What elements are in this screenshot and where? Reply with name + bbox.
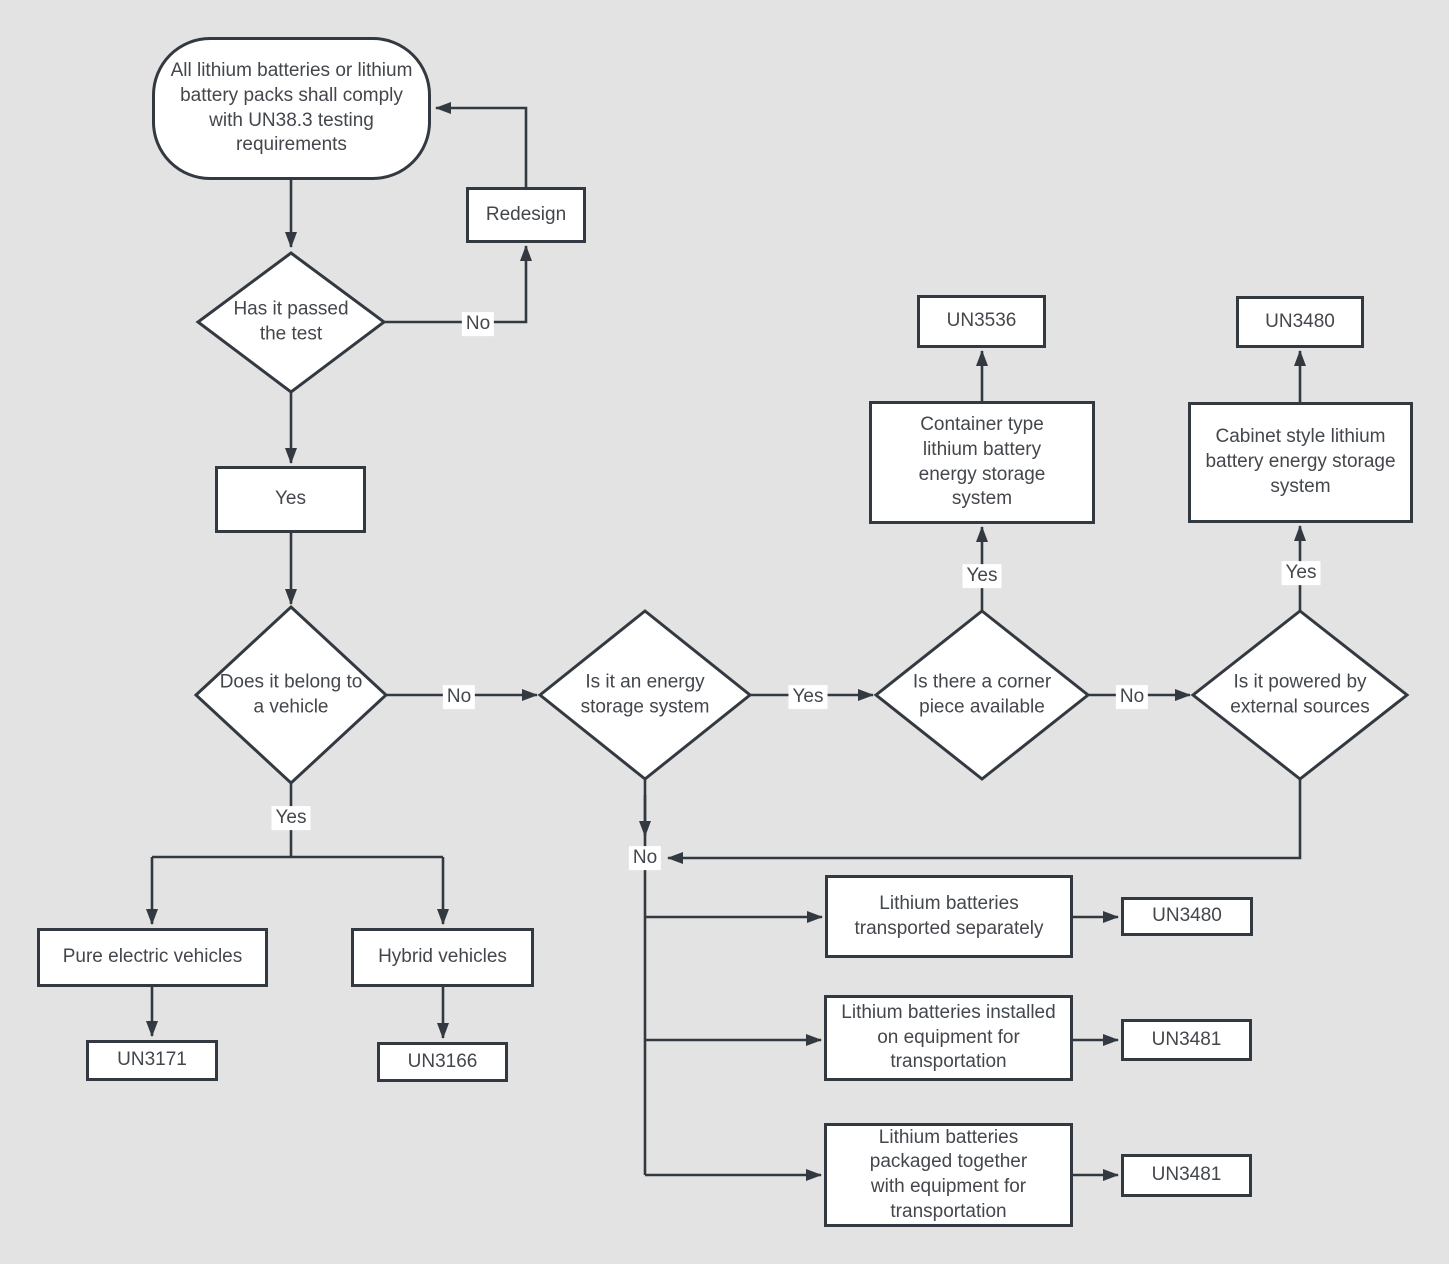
node-transported-separately: Lithium batteries transported separately [825,875,1073,958]
edge-label-test-no: No [461,312,495,336]
node-label: Hybrid vehicles [378,946,507,968]
node-label: UN3171 [117,1049,187,1071]
node-label: Is there a corner piece available [912,671,1052,717]
decision-passed-test-shape [195,251,387,394]
decision-belongs-vehicle-shape [193,604,389,786]
node-label: Lithium batteries installed on equipment… [841,1001,1056,1073]
node-un3480-separate: UN3480 [1121,897,1253,936]
edge-passed-test-no-to-redesign [384,245,532,324]
edge-redesign-to-start [435,102,528,187]
node-hybrid: Hybrid vehicles [351,928,534,987]
node-label: Has it passed the test [233,298,349,344]
node-un3481-installed: UN3481 [1121,1019,1252,1061]
node-cabinet-style: Cabinet style lithium battery energy sto… [1188,402,1413,523]
node-installed-equipment: Lithium batteries installed on equipment… [824,995,1073,1081]
decision-passed-test-label: Has it passed the test [221,297,361,346]
node-label: Container type lithium battery energy st… [918,414,1046,510]
node-un3481-packaged: UN3481 [1121,1154,1252,1197]
node-redesign: Redesign [466,187,586,243]
edge-label-corner-no: No [1115,685,1149,709]
node-label: UN3536 [946,310,1017,332]
node-label: Does it belong to a vehicle [219,671,363,717]
node-yes-box: Yes [215,466,366,533]
decision-corner-piece-label: Is there a corner piece available [901,670,1063,719]
node-label: Yes [275,488,306,510]
node-label: UN3481 [1151,1028,1222,1050]
node-label: Pure electric vehicles [62,946,243,968]
decision-external-power-shape [1190,609,1410,781]
node-label: Redesign [485,203,567,225]
node-un3536: UN3536 [917,295,1046,348]
decision-belongs-vehicle-label: Does it belong to a vehicle [219,670,364,719]
edge-label-storage-no: No [628,846,662,870]
node-label: UN3480 [1152,905,1222,927]
node-un3166: UN3166 [377,1042,508,1082]
node-start-terminator: All lithium batteries or lithium battery… [152,37,431,180]
node-label: Cabinet style lithium battery energy sto… [1205,426,1396,497]
node-un3171: UN3171 [86,1040,218,1081]
node-label: Lithium batteries transported separately [854,892,1044,939]
edge-label-storage-yes: Yes [788,685,828,709]
node-label: UN3166 [407,1050,478,1072]
decision-energy-storage-label: Is it an energy storage system [570,670,720,719]
node-packaged-equipment: Lithium batteries packaged together with… [824,1123,1073,1227]
node-label: Is it an energy storage system [580,671,710,717]
node-pure-electric: Pure electric vehicles [37,928,268,987]
decision-external-power-label: Is it powered by external sources [1219,670,1381,719]
edge-label-corner-yes: Yes [962,564,1002,588]
node-un3480-cabinet: UN3480 [1236,296,1364,348]
node-container-type: Container type lithium battery energy st… [869,401,1095,524]
edge-external-no-to-storage-no-junction [667,779,1302,864]
node-label: Is it powered by external sources [1230,671,1370,717]
edge-label-vehicle-no: No [442,685,476,709]
edge-label-external-yes: Yes [1281,561,1321,585]
node-label: All lithium batteries or lithium battery… [170,60,413,156]
decision-corner-piece-shape [873,609,1091,781]
node-label: UN3480 [1265,310,1335,332]
node-label: UN3481 [1151,1164,1222,1186]
decision-energy-storage-shape [537,609,753,781]
edge-label-vehicle-yes: Yes [271,806,311,830]
node-label: Lithium batteries packaged together with… [869,1126,1028,1222]
